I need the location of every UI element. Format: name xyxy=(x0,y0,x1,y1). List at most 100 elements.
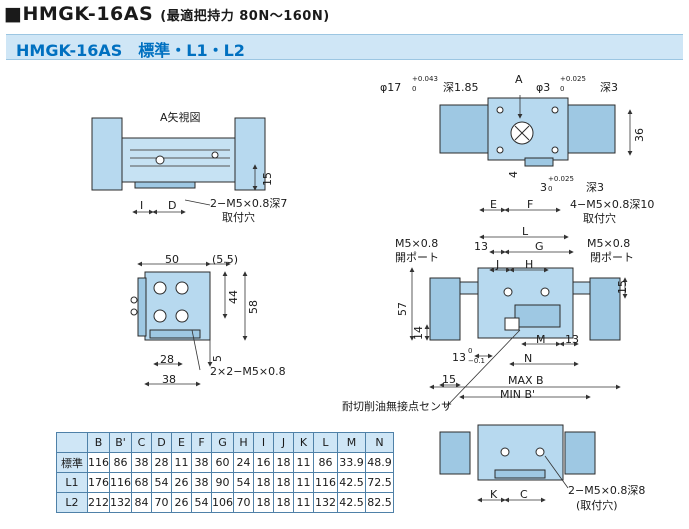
arrow-a-label: A xyxy=(515,73,523,86)
bore3-tol-top: +0.025 xyxy=(560,75,586,83)
table-header-cell: N xyxy=(365,432,394,453)
table-cell: 70 xyxy=(233,492,254,513)
dim-m: M xyxy=(536,333,546,346)
dim-f: F xyxy=(527,198,534,211)
table-cell: 18 xyxy=(253,472,274,493)
dim-38: 38 xyxy=(162,373,176,386)
dim-5: 5 xyxy=(211,355,224,362)
table-cell: 38 xyxy=(191,452,212,473)
dim-4: 4 xyxy=(507,171,520,178)
table-header-row: B B' C D E F G H I J K L M N xyxy=(56,432,394,453)
table-cell: 26 xyxy=(171,492,192,513)
dim-e: E xyxy=(490,198,497,211)
table-cell: 28 xyxy=(151,452,172,473)
dim-i: I xyxy=(140,199,144,212)
dim-13-top: 13 xyxy=(474,240,488,253)
table-header-cell: F xyxy=(191,432,212,453)
dim-j: J xyxy=(496,258,500,271)
slot3-tol-top: +0.025 xyxy=(548,175,574,183)
dim-44: 44 xyxy=(227,290,240,304)
table-cell: 82.5 xyxy=(365,492,394,513)
table-header-cell: K xyxy=(293,432,314,453)
dim-58: 58 xyxy=(247,300,260,314)
dim-c: C xyxy=(520,488,528,501)
table-cell: 116 xyxy=(109,472,132,493)
table-cell: 48.9 xyxy=(365,452,394,473)
table-row: 標準 116 86 38 28 11 38 60 24 16 18 11 86 … xyxy=(56,452,394,473)
table-header-cell: H xyxy=(233,432,254,453)
model-banner: HMGK-16AS 標準・L1・L2 xyxy=(6,34,683,60)
table-cell: 90 xyxy=(211,472,234,493)
table-cell: L2 xyxy=(56,492,88,513)
table-cell: 54 xyxy=(191,492,212,513)
table-cell: L1 xyxy=(56,472,88,493)
table-header-cell: J xyxy=(273,432,294,453)
sensor-note: 耐切削油無接点センサ xyxy=(342,400,452,413)
table-row: L2 212 132 84 70 26 54 106 70 18 18 11 1… xyxy=(56,492,394,513)
bottom-right-drawing xyxy=(439,424,596,481)
table-cell: 11 xyxy=(293,472,314,493)
table-header-cell: I xyxy=(253,432,274,453)
table-cell: 11 xyxy=(293,452,314,473)
mount-hole-note: 2−M5×0.8深7 xyxy=(210,197,288,210)
table-header-cell: B' xyxy=(109,432,132,453)
table-cell: 86 xyxy=(313,452,338,473)
dim-15-bottom: 15 xyxy=(442,373,456,386)
table-header-cell: D xyxy=(151,432,172,453)
front-right-drawing xyxy=(429,267,621,341)
table-cell: 54 xyxy=(151,472,172,493)
dim-k: K xyxy=(490,488,498,501)
slot3-tol-bot: 0 xyxy=(548,185,553,193)
dimension-table: B B' C D E F G H I J K L M N 標準 116 86 3… xyxy=(56,432,394,513)
dim-15-view-a: 15 xyxy=(261,172,274,186)
table-cell: 18 xyxy=(253,492,274,513)
dim-13-tol: 13 xyxy=(452,351,466,364)
tol-13-bot: −0.1 xyxy=(468,357,485,365)
table-cell: 18 xyxy=(273,472,294,493)
table-cell: 16 xyxy=(253,452,274,473)
view-a-drawing xyxy=(91,117,266,191)
dim-n: N xyxy=(524,352,533,365)
table-header-cell: B xyxy=(87,432,110,453)
bore3-depth: 深3 xyxy=(600,81,618,94)
view-a-label: A矢視図 xyxy=(160,111,201,124)
bore3-label: φ3 xyxy=(536,81,551,94)
dim-15-front: 15 xyxy=(616,280,629,294)
bore17-depth: 深1.85 xyxy=(443,81,479,94)
table-cell: 33.9 xyxy=(337,452,366,473)
dim-g: G xyxy=(535,240,544,253)
open-port-label: 開ポート xyxy=(395,251,439,264)
bore17-tol-top: +0.043 xyxy=(412,75,438,83)
table-cell: 60 xyxy=(211,452,234,473)
table-cell: 84 xyxy=(131,492,152,513)
table-cell: 11 xyxy=(171,452,192,473)
table-cell: 212 xyxy=(87,492,110,513)
dim-13-right: 13 xyxy=(565,333,579,346)
close-port-label: 閉ポート xyxy=(590,251,634,264)
table-cell: 26 xyxy=(171,472,192,493)
table-cell: 70 xyxy=(151,492,172,513)
dim-50: 50 xyxy=(165,253,179,266)
top-right-drawing xyxy=(439,97,616,167)
dim-14: 14 xyxy=(412,326,425,340)
slot3-label: 3 xyxy=(540,181,547,194)
min-b-label: MIN B' xyxy=(500,388,536,401)
dim-h: H xyxy=(525,258,534,271)
grip-force-subtitle: (最適把持力 80N～160N) xyxy=(160,9,330,24)
table-cell: 38 xyxy=(191,472,212,493)
table-cell: 18 xyxy=(273,452,294,473)
slot-depth: 深3 xyxy=(586,181,604,194)
table-cell: 68 xyxy=(131,472,152,493)
table-cell: 86 xyxy=(109,452,132,473)
dim-57: 57 xyxy=(396,302,409,316)
table-cell: 42.5 xyxy=(337,492,366,513)
table-header-cell: G xyxy=(211,432,234,453)
bore17-label: φ17 xyxy=(380,81,402,94)
side-view-drawing xyxy=(130,271,211,341)
bore17-tol-bot: 0 xyxy=(412,85,417,93)
table-cell: 132 xyxy=(109,492,132,513)
table-header-cell: M xyxy=(337,432,366,453)
bore3-tol-bot: 0 xyxy=(560,85,565,93)
model-title: ■HMGK-16AS xyxy=(4,3,154,25)
